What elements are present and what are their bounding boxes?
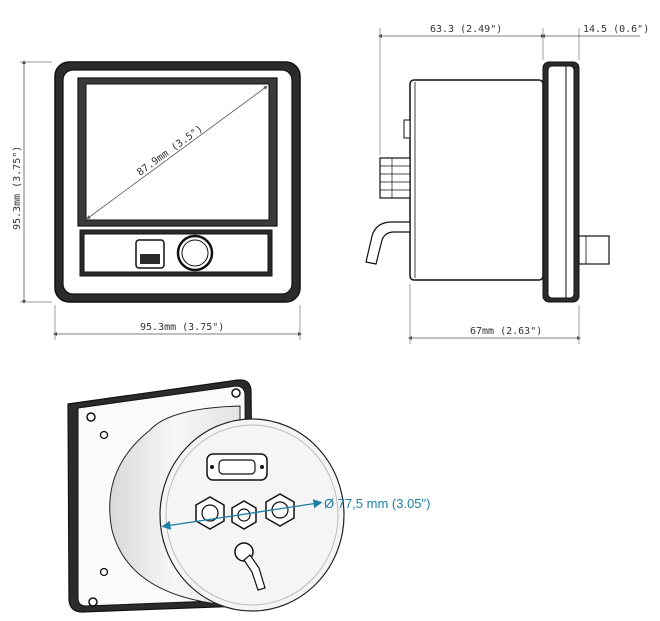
side-small-bump — [403, 119, 411, 139]
rear-view: Ø 77,5 mm (3.05") — [67, 379, 430, 613]
rear-dsub-inner — [218, 459, 256, 475]
rear-diameter-label: Ø 77,5 mm (3.05") — [324, 496, 430, 511]
front-square-button-window — [140, 254, 160, 264]
side-flange-inner — [547, 65, 575, 299]
rear-screw-hole — [88, 597, 98, 607]
front-width-label: 95.3mm (3.75") — [140, 322, 224, 333]
rear-dsub-screw — [210, 465, 214, 469]
side-flange-label: 14.5 (0.6") — [583, 24, 649, 35]
side-cable — [365, 221, 411, 265]
rear-diameter-line — [161, 499, 323, 530]
side-body — [409, 79, 544, 281]
rear-screw-hole — [99, 430, 109, 440]
rear-dsub-screw — [260, 465, 264, 469]
screen-diagonal-line — [86, 85, 268, 220]
rear-screw-hole — [231, 388, 241, 398]
side-view: 63.3 (2.49") 14.5 (0.6") 67mm (2.63") — [365, 24, 649, 344]
rear-screw-hole — [86, 412, 96, 422]
rear-screw-hole — [99, 567, 109, 577]
side-fitting — [379, 157, 411, 199]
front-view: 87.9mm (3.5") 95.3mm (3.75") 95.3mm (3.7… — [12, 60, 302, 340]
side-total-label: 67mm (2.63") — [470, 326, 542, 337]
front-button-strip-inner — [83, 233, 269, 273]
side-knob — [578, 235, 610, 265]
side-depth-label: 63.3 (2.49") — [430, 24, 502, 35]
front-height-label: 95.3mm (3.75") — [12, 146, 23, 230]
front-round-knob-inner — [181, 239, 209, 267]
rear-cable — [243, 554, 266, 591]
